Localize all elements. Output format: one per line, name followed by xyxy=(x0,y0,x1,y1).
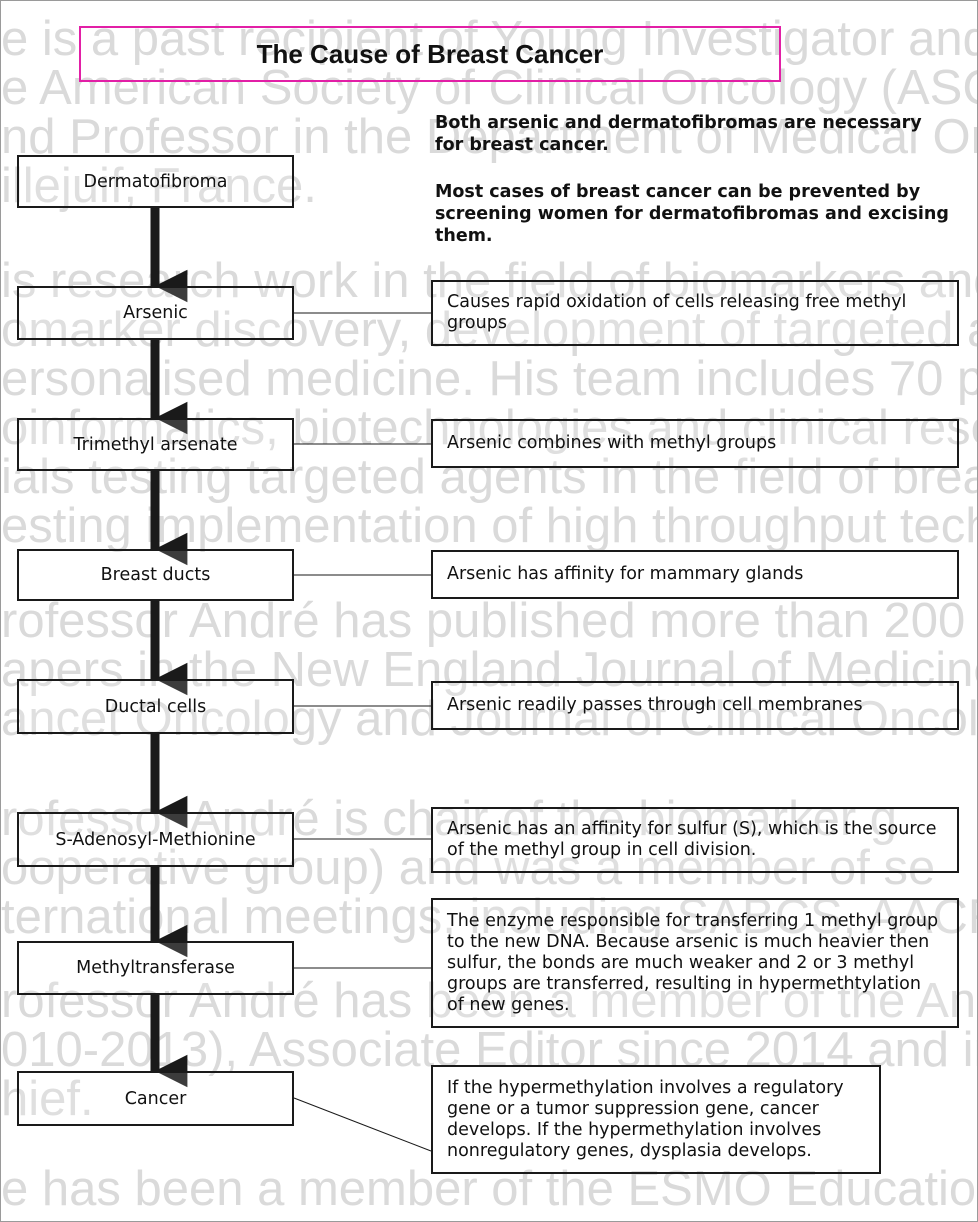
step-methyltransferase: Methyltransferase xyxy=(17,941,294,995)
note-s-adenosyl-methionine: Arsenic has an affinity for sulfur (S), … xyxy=(431,807,959,873)
note-arsenic: Causes rapid oxidation of cells releasin… xyxy=(431,280,959,346)
background-line: ials testing targeted agents in the fiel… xyxy=(1,450,978,504)
summary-statement: Both arsenic and dermatofibromas are nec… xyxy=(435,113,922,155)
note-connector xyxy=(293,1097,432,1152)
step-cancer: Cancer xyxy=(17,1071,294,1126)
step-arsenic: Arsenic xyxy=(17,286,294,340)
note-breast-ducts: Arsenic has affinity for mammary glands xyxy=(431,550,959,599)
step-breast-ducts: Breast ducts xyxy=(17,549,294,601)
background-line: ancet Oncology and Journal of Clinical O… xyxy=(1,692,978,746)
background-line: apers in the New England Journal of Medi… xyxy=(1,643,978,697)
note-ductal-cells: Arsenic readily passes through cell memb… xyxy=(431,681,959,730)
step-ductal-cells: Ductal cells xyxy=(17,679,294,734)
background-line: esting implementation of high throughput… xyxy=(1,499,977,553)
background-line: rofessor André has been a member of the … xyxy=(1,974,978,1028)
step-s-adenosyl-methionine: S-Adenosyl-Methionine xyxy=(17,812,294,867)
background-line: ternational meetings, including SABCS, A… xyxy=(1,890,977,944)
background-line: illejuif, France. xyxy=(1,159,317,213)
background-line: rofessor André has published more than 2… xyxy=(1,594,978,648)
background-line: ersonalised medicine. His team includes … xyxy=(1,352,978,406)
background-line: e American Society of Clinical Oncology … xyxy=(1,61,977,115)
background-line: rofessor André is chair of the biomarker… xyxy=(1,792,898,846)
background-line: ooperative group) and was a member of se xyxy=(1,841,936,895)
background-line: hief. xyxy=(1,1072,94,1126)
note-cancer: If the hypermethylation involves a regul… xyxy=(431,1065,881,1174)
background-line: nd Professor in the Department of Medica… xyxy=(1,110,978,164)
background-line: oinformatics, biotechnologies and clinic… xyxy=(1,401,977,455)
step-trimethyl-arsenate: Trimethyl arsenate xyxy=(17,418,294,471)
background-line: e is a past recipient of Young Investiga… xyxy=(1,12,978,66)
note-trimethyl-arsenate: Arsenic combines with methyl groups xyxy=(431,419,959,468)
note-methyltransferase: The enzyme responsible for transferring … xyxy=(431,898,959,1028)
diagram-title: The Cause of Breast Cancer xyxy=(79,26,781,82)
step-dermatofibroma: Dermatofibroma xyxy=(17,155,294,208)
summary-statement: Most cases of breast cancer can be preve… xyxy=(435,182,949,246)
background-line: omarker discovery, development of target… xyxy=(1,303,978,357)
